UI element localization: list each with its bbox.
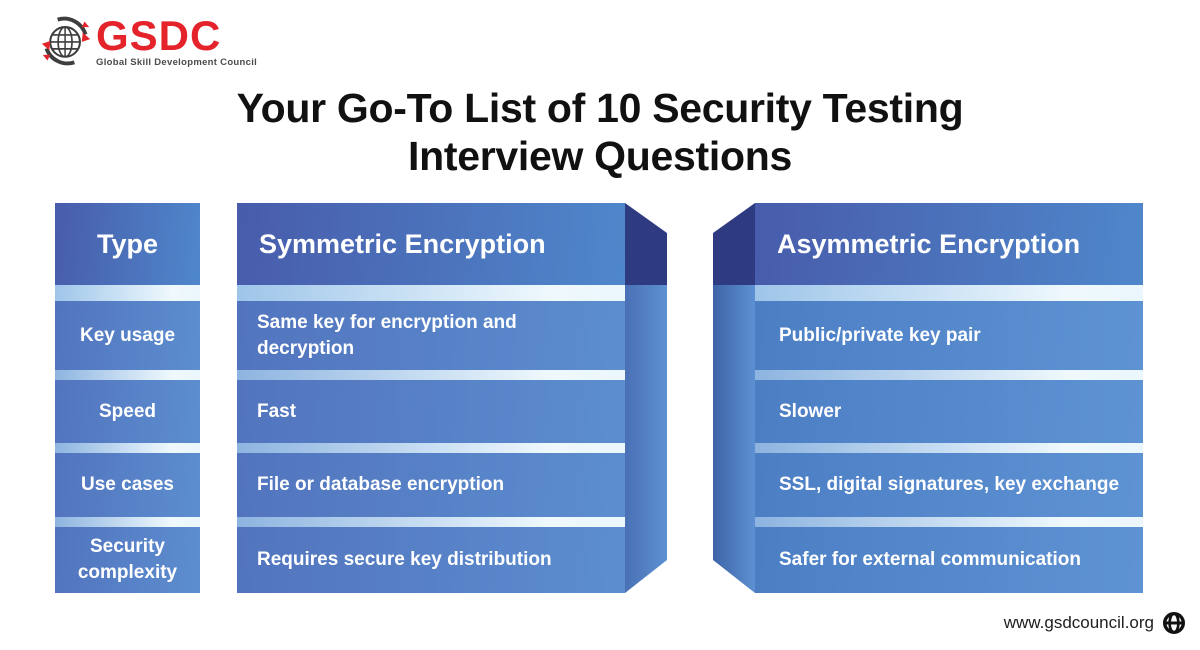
symmetric-header: Symmetric Encryption	[237, 203, 625, 285]
separator	[55, 370, 200, 380]
globe-icon	[1162, 611, 1186, 635]
page-title: Your Go-To List of 10 Security Testing I…	[0, 84, 1200, 180]
asymmetric-row-use-cases: SSL, digital signatures, key exchange	[755, 453, 1143, 517]
separator	[755, 517, 1143, 527]
fold-top-dark	[713, 203, 755, 285]
column-asymmetric-encryption: Asymmetric Encryption Public/private key…	[713, 203, 1143, 593]
footer: www.gsdcouncil.org	[1004, 611, 1186, 635]
symmetric-3d-fold	[625, 203, 667, 593]
separator	[237, 443, 625, 453]
separator	[237, 370, 625, 380]
symmetric-row-security-complexity: Requires secure key distribution	[237, 527, 625, 593]
asymmetric-header: Asymmetric Encryption	[755, 203, 1143, 285]
fold-side-face	[625, 285, 667, 593]
asymmetric-row-security-complexity: Safer for external communication	[755, 527, 1143, 593]
asymmetric-row-speed: Slower	[755, 380, 1143, 443]
type-header: Type	[55, 203, 200, 285]
gsdc-logo: GSDC Global Skill Development Council	[40, 14, 257, 68]
logo-text: GSDC Global Skill Development Council	[96, 12, 258, 69]
page-title-line1: Your Go-To List of 10 Security Testing	[236, 85, 964, 131]
page-title-line2: Interview Questions	[408, 133, 792, 179]
asymmetric-3d-fold	[713, 203, 755, 593]
type-row-use-cases: Use cases	[55, 453, 200, 517]
separator	[55, 443, 200, 453]
fold-side-face	[713, 285, 755, 593]
symmetric-row-use-cases: File or database encryption	[237, 453, 625, 517]
column-type: Type Key usage Speed Use cases Security …	[55, 203, 200, 593]
separator	[237, 285, 625, 301]
separator	[237, 517, 625, 527]
asymmetric-row-key-usage: Public/private key pair	[755, 301, 1143, 370]
website-url: www.gsdcouncil.org	[1003, 613, 1154, 632]
gsdc-globe-icon	[41, 16, 91, 66]
separator	[55, 517, 200, 527]
type-row-key-usage: Key usage	[55, 301, 200, 370]
type-row-security-complexity: Security complexity	[55, 527, 200, 593]
separator	[755, 285, 1143, 301]
separator	[755, 370, 1143, 380]
type-row-speed: Speed	[55, 380, 200, 443]
separator	[55, 285, 200, 301]
symmetric-row-speed: Fast	[237, 380, 625, 443]
symmetric-row-key-usage: Same key for encryption and decryption	[237, 301, 625, 370]
fold-top-dark	[625, 203, 667, 285]
column-symmetric-encryption: Symmetric Encryption Same key for encryp…	[237, 203, 667, 593]
brand-name: GSDC	[96, 12, 222, 59]
brand-tagline: Global Skill Development Council	[96, 57, 258, 68]
separator	[755, 443, 1143, 453]
